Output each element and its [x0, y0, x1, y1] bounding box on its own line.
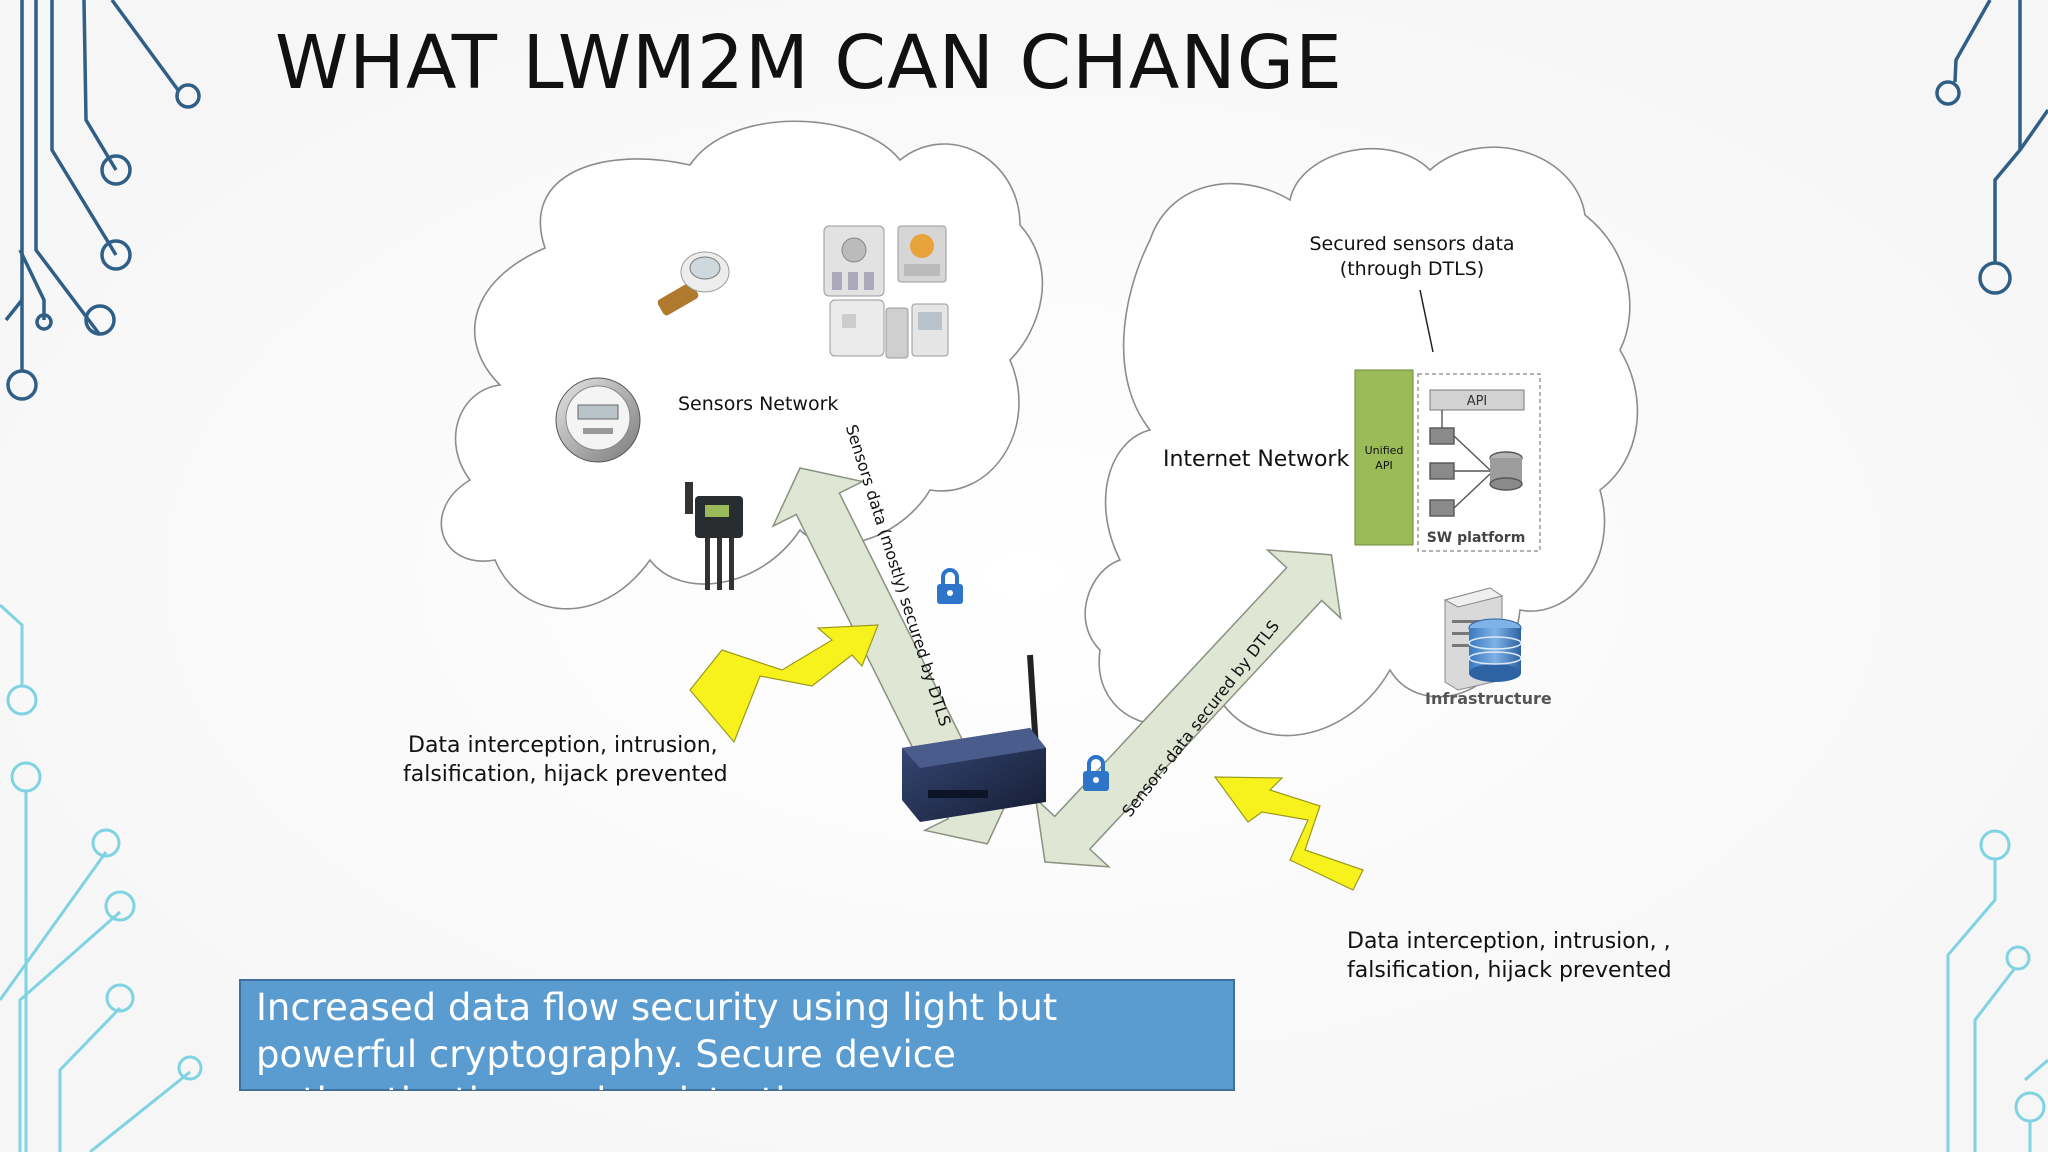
- threat-left-line2: falsification, hijack prevented: [403, 762, 728, 787]
- sw-platform-label: SW platform: [1427, 530, 1526, 546]
- threat-right-line1: Data interception, intrusion, ,: [1347, 929, 1671, 954]
- unified-api-label-line1: Unified: [1365, 444, 1404, 457]
- api-label: API: [1467, 394, 1488, 409]
- secured-sensors-data-line1: Secured sensors data: [1309, 233, 1514, 255]
- circuit-decoration-bottom-left: [0, 603, 203, 1152]
- smart-home-devices-icon: [823, 225, 949, 359]
- circuit-decoration-bottom-right: [1946, 829, 2048, 1152]
- api-bar: [1429, 389, 1525, 411]
- sensors-network-label: Sensors Network: [678, 393, 838, 415]
- circuit-decoration-top-left: [4, 0, 201, 401]
- water-meter-icon: [657, 251, 730, 316]
- circuit-decoration-top-right: [1935, 0, 2048, 295]
- callout-box: [239, 979, 1235, 1091]
- sensors-network-cloud: [440, 120, 1044, 610]
- unified-api-block: [1354, 369, 1414, 546]
- sw-platform-diagram: [1429, 410, 1523, 517]
- threat-left-line1: Data interception, intrusion,: [408, 733, 718, 758]
- lock-icon: [1083, 755, 1109, 791]
- unified-api-label-line2: API: [1375, 459, 1392, 472]
- pointer-line: [1419, 289, 1434, 353]
- secured-sensors-data-line2: (through DTLS): [1340, 258, 1484, 280]
- slide-title: WHAT LWM2M CAN CHANGE: [275, 20, 1343, 106]
- wireless-sensor-icon: [685, 482, 743, 590]
- lightning-bolt-left-icon: [689, 624, 879, 744]
- threat-right-line2: falsification, hijack prevented: [1347, 958, 1672, 983]
- server-infrastructure-icon: [1443, 587, 1522, 691]
- infrastructure-label: Infrastructure: [1425, 689, 1552, 708]
- lock-icon: [937, 568, 963, 604]
- callout-line1: Increased data flow security using light…: [256, 986, 1057, 1029]
- wireless-gateway-icon: [902, 654, 1046, 822]
- callout-line2: powerful cryptography. Secure device: [256, 1033, 956, 1076]
- double-arrow-right-shape: [1034, 549, 1342, 868]
- electric-meter-icon: [555, 377, 641, 463]
- internet-network-label: Internet Network: [1163, 447, 1349, 472]
- lightning-bolt-right-icon: [1213, 776, 1364, 891]
- callout-line3: authentication and registration: [256, 1080, 832, 1123]
